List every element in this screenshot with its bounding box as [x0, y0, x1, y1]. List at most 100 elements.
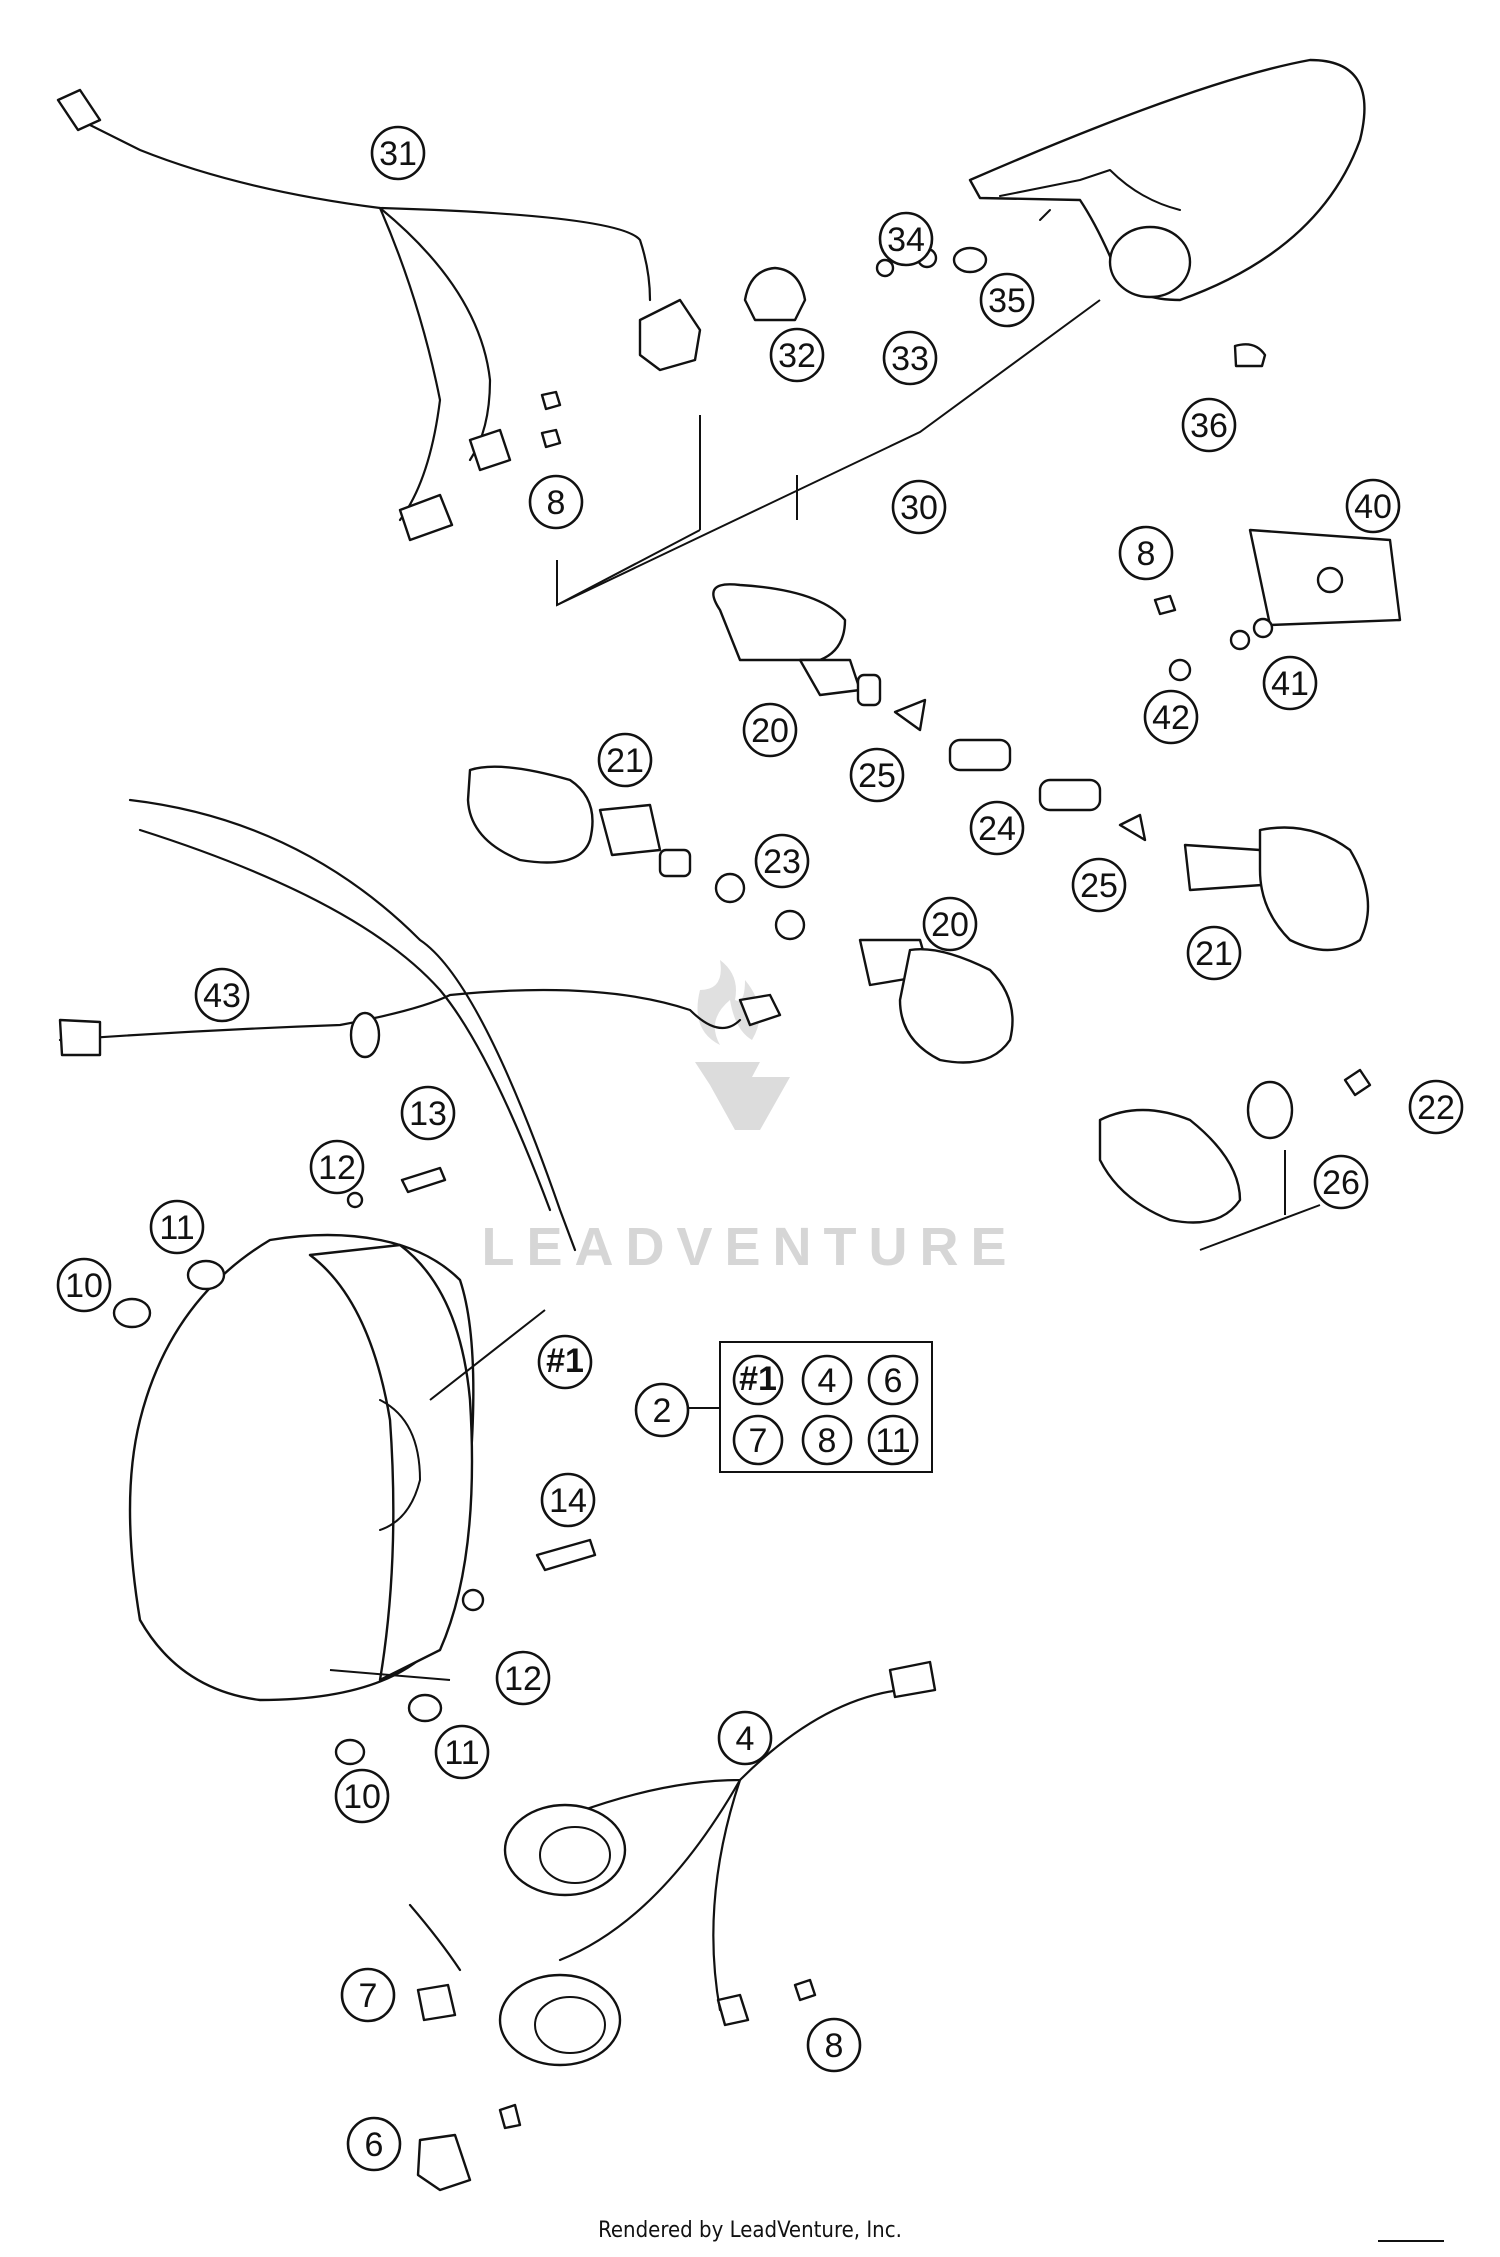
callout-2: 2 [634, 1382, 690, 1438]
callout-number: 35 [988, 282, 1026, 320]
turn-signal-upper [712, 583, 882, 707]
callout-circle [56, 1257, 112, 1313]
callout-21a: 21 [597, 732, 653, 788]
callout-circle [334, 1768, 390, 1824]
callout-10b: 10 [334, 1768, 390, 1824]
callout-circle [1071, 857, 1127, 913]
callout-number: #1 [546, 1342, 584, 1380]
callout-41: 41 [1262, 655, 1318, 711]
kit-item-number: 4 [818, 1362, 837, 1400]
callout-number: 10 [65, 1267, 103, 1305]
callout-8c: 8 [806, 2017, 862, 2073]
callout-number: 13 [409, 1095, 447, 1133]
callout-number: 23 [763, 843, 801, 881]
callout-circle [849, 747, 905, 803]
callout-number: 8 [547, 484, 566, 522]
turn-signal-left [466, 765, 692, 878]
leader-30 [556, 299, 1101, 606]
callout-26: 26 [1313, 1154, 1369, 1210]
callout-30: 30 [891, 479, 947, 535]
callout-circle [149, 1199, 205, 1255]
callout-number: 8 [1137, 535, 1156, 573]
callout-number: 20 [931, 906, 969, 944]
kit-item-circle [867, 1414, 919, 1466]
callout-35: 35 [979, 272, 1035, 328]
callout-number: 25 [1080, 867, 1118, 905]
callout-4: 4 [717, 1710, 773, 1766]
callout-circle [891, 479, 947, 535]
callout-number: 7 [359, 1977, 378, 2015]
callout-33: 33 [882, 330, 938, 386]
callout-13: 13 [400, 1085, 456, 1141]
kit-item-number: 7 [749, 1422, 768, 1460]
kit-item: 6 [867, 1354, 919, 1406]
callout-number: 10 [343, 1778, 381, 1816]
callout-circle [1118, 525, 1174, 581]
callout-circle [878, 211, 934, 267]
kit-item-circle [801, 1414, 853, 1466]
callout-circle [340, 1967, 396, 2023]
callout-number: 2 [653, 1392, 672, 1430]
callout-number: 20 [751, 712, 789, 750]
spacers-and-nuts [714, 698, 1147, 941]
footer-credit: Rendered by LeadVenture, Inc. [598, 2218, 902, 2243]
kit-item-number: 6 [884, 1362, 903, 1400]
callout-25a: 25 [849, 747, 905, 803]
callout-12a: 12 [309, 1139, 365, 1195]
callout-22: 22 [1408, 1079, 1464, 1135]
callout-circle [1186, 925, 1242, 981]
callout-43: 43 [194, 967, 250, 1023]
kit-item-circle [732, 1354, 784, 1406]
callout-20a: 20 [742, 702, 798, 758]
headlight-assembly [128, 1233, 546, 1702]
callout-circle [537, 1334, 593, 1390]
callout-10a: 10 [56, 1257, 112, 1313]
callout-circle [1313, 1154, 1369, 1210]
headlight-harness [498, 1660, 937, 2130]
kit-item-circle [867, 1354, 919, 1406]
callout-circle [979, 272, 1035, 328]
callout-number: 4 [736, 1720, 755, 1758]
callout-number: 41 [1271, 665, 1309, 703]
callout-21b: 21 [1186, 925, 1242, 981]
callout-circle [370, 125, 426, 181]
callout-8b: 8 [1118, 525, 1174, 581]
callout-14: 14 [540, 1472, 596, 1528]
callout-number: 43 [203, 977, 241, 1015]
callout-1: #1 [537, 1334, 593, 1390]
callout-circle [717, 1710, 773, 1766]
callout-11b: 11 [434, 1724, 490, 1780]
license-light [1153, 528, 1402, 682]
callout-circle [742, 702, 798, 758]
turn-signal-right [1183, 826, 1370, 952]
kit-item-number: 11 [875, 1422, 910, 1460]
bulbs-bottom [408, 1903, 472, 2192]
callout-circle [540, 1472, 596, 1528]
callout-number: 30 [900, 489, 938, 527]
kit-item: #1 [732, 1354, 784, 1406]
callout-circle [528, 474, 584, 530]
turn-signal-center [858, 938, 1014, 1064]
callout-40: 40 [1345, 478, 1401, 534]
headlight-fasteners [112, 1166, 597, 1766]
watermark-text: LEADVENTURE [481, 1217, 1018, 1277]
callout-32: 32 [769, 327, 825, 383]
callout-circle [754, 833, 810, 889]
callout-circle [400, 1085, 456, 1141]
callout-circle [495, 1650, 551, 1706]
callout-number: 36 [1190, 407, 1228, 445]
callout-number: 32 [778, 337, 816, 375]
callout-number: 33 [891, 340, 929, 378]
callout-11a: 11 [149, 1199, 205, 1255]
callout-number: 25 [858, 757, 896, 795]
callout-42: 42 [1143, 689, 1199, 745]
callout-number: 26 [1322, 1164, 1360, 1202]
callout-number: 11 [159, 1209, 194, 1247]
reflector [1098, 1068, 1372, 1251]
callout-circle [1143, 689, 1199, 745]
callout-number: 24 [978, 810, 1016, 848]
kit-item-circle [732, 1414, 784, 1466]
callout-6: 6 [346, 2116, 402, 2172]
